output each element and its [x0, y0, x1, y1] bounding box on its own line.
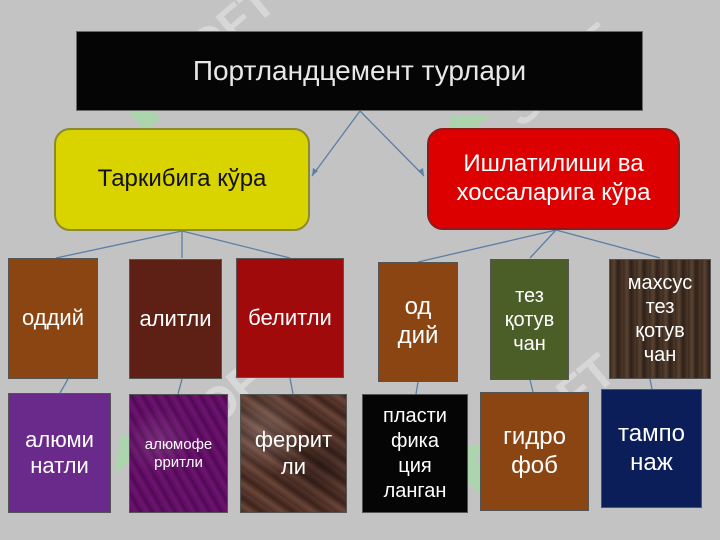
subtype-label-tamponazh: тампо наж — [618, 419, 685, 476]
type-label-alitli: алитли — [139, 305, 212, 331]
type-label-tez-qotuvchan: тез қотув чан — [504, 284, 555, 355]
connector-mahsus-tamponazh — [649, 378, 653, 390]
connector-composition-oddiy — [55, 230, 183, 259]
type-label-mahsus: махсус тез қотув чан — [627, 272, 693, 366]
category-composition-box: Таркибига кўра — [54, 128, 310, 231]
subtype-label-alyuminatli: алюми натли — [25, 426, 94, 478]
subtype-box-alyuminatli: алюми натли — [8, 393, 111, 513]
subtype-label-plastifikatsiyalangan: пласти фика ция ланган — [383, 404, 447, 502]
connector-tez-gidrofob — [529, 379, 534, 393]
type-box-tez-qotuvchan: тез қотув чан — [490, 259, 569, 380]
subtype-label-alyumoferritli: алюмофе рритли — [144, 435, 213, 471]
subtype-label-ferritli: феррит ли — [254, 427, 333, 479]
connector-title-composition — [311, 110, 361, 177]
type-label-oddiy: оддий — [21, 305, 84, 331]
type-label-belitli: белитли — [248, 304, 332, 330]
subtype-box-gidrofob: гидро фоб — [480, 392, 589, 511]
connector-title-usage — [359, 110, 425, 177]
connector-oddiy-plastifikatsiyalangan — [415, 381, 419, 395]
subtype-box-tamponazh: тампо наж — [601, 389, 702, 508]
type-box-oddiy-usage: од дий — [378, 262, 458, 382]
connector-oddiy-alyuminatli — [59, 378, 69, 394]
diagram-title-text: Портландцемент турлари — [192, 55, 527, 87]
connector-belitli-ferritli — [289, 377, 294, 395]
connector-usage-oddiy — [417, 229, 557, 263]
type-box-belitli: белитли — [236, 258, 344, 378]
arrowhead-composition — [312, 168, 318, 176]
subtype-box-alyumoferritli: алюмофе рритли — [129, 394, 228, 513]
subtype-label-gidrofob: гидро фоб — [503, 422, 566, 479]
type-box-oddiy: оддий — [8, 258, 98, 379]
arrowheads — [312, 168, 424, 176]
connector-composition-belitli — [181, 230, 291, 259]
diagram-title: Портландцемент турлари — [76, 31, 643, 111]
category-usage-label: Ишлатилиши ва хоссаларига кўра — [456, 150, 651, 206]
category-usage-box: Ишлатилиши ва хоссаларига кўра — [427, 128, 680, 230]
type-label-oddiy-usage: од дий — [397, 293, 439, 349]
type-box-alitli: алитли — [129, 259, 222, 379]
subtype-box-plastifikatsiyalangan: пласти фика ция ланган — [362, 394, 468, 513]
subtype-box-ferritli: феррит ли — [240, 394, 347, 513]
connector-usage-tez — [529, 229, 557, 259]
connector-alitli-alyumoferritli — [177, 378, 183, 395]
connector-usage-mahsus — [555, 229, 661, 259]
category-composition-label: Таркибига кўра — [97, 165, 267, 193]
type-box-mahsus: махсус тез қотув чан — [609, 259, 711, 379]
arrowhead-usage — [418, 168, 424, 176]
